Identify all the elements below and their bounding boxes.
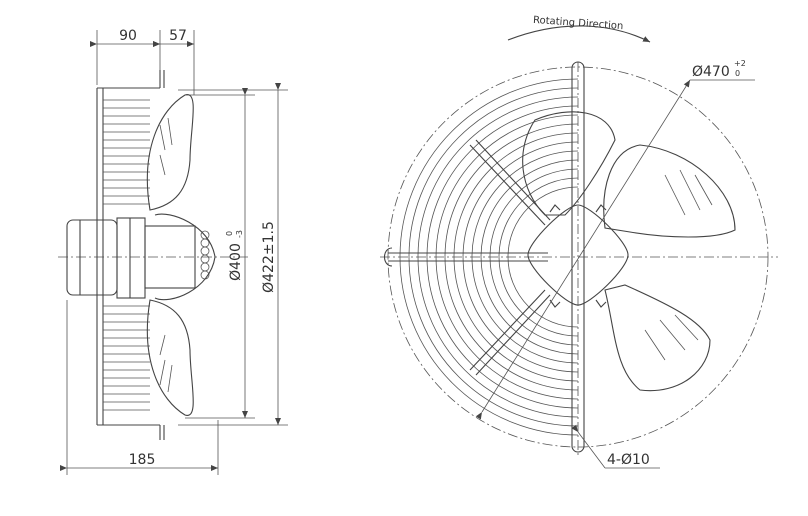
hole-callout: 4-Ø10 [571,424,660,469]
dim-400-label: Ø400 [228,243,244,281]
dim-400-upper: 0 [225,231,234,236]
dim-470-lower: 0 [735,69,740,78]
side-motor [66,217,210,299]
rotating-direction: Rotating Direction [507,15,651,43]
dim-422-label: Ø422±1.5 [261,221,277,293]
front-view: Rotating Direction Ø470 +2 0 4-Ø10 [380,15,778,469]
dim-470-upper: +2 [734,59,746,68]
dim-470: Ø470 +2 0 [475,59,755,420]
side-blades [146,94,216,416]
dim-57-label: 57 [169,28,187,44]
dim-vertical: Ø400 0 -3 Ø422±1.5 [178,83,288,426]
side-guard [96,70,165,440]
dim-bottom: 185 [60,300,219,475]
dim-90-label: 90 [119,28,137,44]
side-view: 90 57 185 Ø400 0 -3 Ø422±1.5 [58,28,288,475]
dim-185-label: 185 [129,452,156,468]
hole-callout-label: 4-Ø10 [607,452,650,468]
dim-top: 90 57 [90,28,195,95]
dim-470-label: Ø470 [692,64,730,80]
dim-400-lower: -3 [235,230,244,238]
